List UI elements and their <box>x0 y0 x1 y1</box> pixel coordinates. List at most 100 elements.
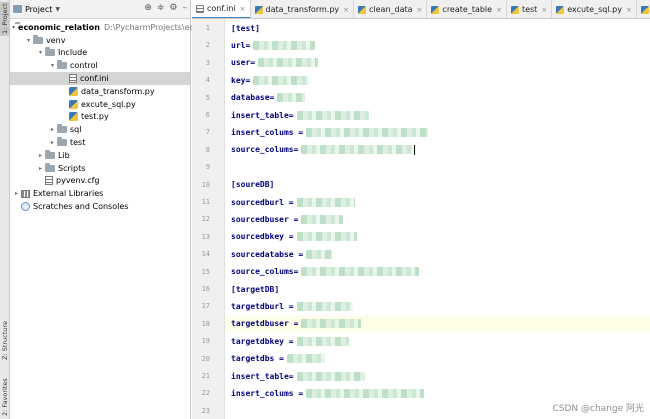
tree-item[interactable]: test.py <box>10 111 190 124</box>
close-icon[interactable]: × <box>496 5 502 14</box>
tree-item-label: Lib <box>58 150 70 160</box>
tree-item[interactable]: pyvenv.cfg <box>10 175 190 188</box>
code-line: targetdbuser = <box>231 316 362 332</box>
favorites-tool-tab[interactable]: 2: Favorites <box>0 378 10 416</box>
editor-tab[interactable]: data_transform.py× <box>251 0 354 18</box>
left-tool-strip: 1: Project Z: Structure 2: Favorites <box>0 0 10 419</box>
tree-item[interactable]: conf.ini <box>10 72 190 85</box>
project-path: D:\PycharmProjects\econ <box>103 22 204 32</box>
tree-item[interactable]: ▾venv <box>10 34 190 47</box>
tree-item[interactable]: ▸sql <box>10 123 190 136</box>
redacted-value <box>301 319 362 329</box>
python-file-icon <box>510 5 519 14</box>
redacted-value <box>301 214 344 224</box>
editor-tab-label: excute_sql.py <box>567 5 622 14</box>
structure-tool-tab[interactable]: Z: Structure <box>0 322 10 361</box>
folder-icon <box>57 124 67 134</box>
chevron-down-icon[interactable]: ▼ <box>55 5 60 13</box>
project-tool-tab-label: 1: Project <box>1 3 9 35</box>
ini-section-header: [targetDB] <box>231 284 280 294</box>
project-view-selector[interactable]: Project <box>25 4 53 14</box>
tree-item[interactable]: ▾control <box>10 59 190 72</box>
scratches-icon <box>21 202 30 212</box>
gear-icon[interactable]: ⚙ <box>169 3 178 13</box>
close-icon[interactable]: × <box>343 5 349 14</box>
tree-item[interactable]: ▸test <box>10 136 190 149</box>
chevron-down-icon[interactable]: ▾ <box>12 23 16 31</box>
code-line: insert_colums = <box>231 124 429 140</box>
hide-panel-icon[interactable]: – <box>182 3 188 13</box>
collapse-all-icon[interactable]: ≑ <box>156 3 165 13</box>
ini-key: source_colums= <box>231 145 299 155</box>
chevron-down-icon[interactable]: ▾ <box>26 36 30 44</box>
line-number: 7 <box>205 128 210 137</box>
editor-tab-label: conf.ini <box>207 4 236 13</box>
redacted-value <box>301 267 420 277</box>
redacted-value <box>306 127 429 137</box>
editor-tab[interactable]: test.py× <box>637 0 650 18</box>
ini-section-header: [soureDB] <box>231 180 275 190</box>
chevron-down-icon[interactable]: ▾ <box>38 49 42 57</box>
line-number: 12 <box>201 215 210 224</box>
code-line: sourcedatabse = <box>231 246 333 262</box>
code-line: key= <box>231 72 310 88</box>
chevron-down-icon[interactable]: ▾ <box>50 62 54 70</box>
line-number: 19 <box>201 337 210 346</box>
editor-tab[interactable]: excute_sql.py× <box>552 0 637 18</box>
tree-item[interactable]: data_transform.py <box>10 85 190 98</box>
code-line: database= <box>231 90 306 106</box>
chevron-right-icon[interactable]: ▸ <box>50 139 54 147</box>
redacted-value <box>277 93 306 103</box>
locate-file-icon[interactable]: ⊕ <box>144 3 152 13</box>
redacted-value <box>296 301 353 311</box>
tree-item-label: economic_relation <box>18 22 100 32</box>
editor-tab-bar: conf.ini×data_transform.py×clean_data×cr… <box>192 0 650 19</box>
tree-item-label: External Libraries <box>33 189 104 199</box>
tree-item-label: Scratches and Consoles <box>33 202 129 212</box>
folder-icon <box>45 162 55 172</box>
line-number: 2 <box>205 41 210 50</box>
editor-tab[interactable]: clean_data× <box>354 0 428 18</box>
close-icon[interactable]: × <box>541 5 548 14</box>
editor-tab-label: clean_data <box>369 5 413 14</box>
code-line: targetdburl = <box>231 298 353 314</box>
editor-tab-label: data_transform.py <box>265 5 340 14</box>
close-icon[interactable]: × <box>625 5 632 14</box>
tree-item[interactable]: ▸ Lib <box>10 149 190 162</box>
line-number: 5 <box>205 93 210 102</box>
redacted-value <box>301 145 414 155</box>
tree-item-label: test.py <box>81 112 109 122</box>
tree-item[interactable]: ▸ External Libraries <box>10 187 190 200</box>
chevron-right-icon[interactable]: ▸ <box>50 126 54 134</box>
line-number: 22 <box>201 389 210 398</box>
tree-item[interactable]: ▾Include <box>10 47 190 60</box>
python-file-icon <box>640 5 649 14</box>
editor-tab[interactable]: test× <box>507 0 553 18</box>
chevron-right-icon[interactable]: ▸ <box>38 151 42 159</box>
ini-key: key= <box>231 75 251 85</box>
tree-item[interactable]: ▸Scripts <box>10 162 190 175</box>
chevron-right-icon[interactable]: ▸ <box>38 164 42 172</box>
ini-key: targetdburl = <box>231 301 294 311</box>
editor-tab[interactable]: create_table× <box>427 0 507 18</box>
code-line: url= <box>231 37 316 53</box>
editor-tab[interactable]: conf.ini× <box>192 0 251 18</box>
ini-key: insert_table= <box>231 371 294 381</box>
code-line: source_colums= <box>231 142 416 158</box>
favorites-tool-tab-label: 2: Favorites <box>1 378 9 416</box>
ini-key: insert_colums = <box>231 127 304 137</box>
tree-item[interactable]: Scratches and Consoles <box>10 200 190 213</box>
code-editor[interactable]: [test]url=user=key=database=insert_table… <box>225 19 650 419</box>
close-icon[interactable]: × <box>416 5 423 14</box>
ini-section-header: [test] <box>231 23 260 33</box>
editor-tab-label: test <box>521 5 538 14</box>
tree-item[interactable]: excute_sql.py <box>10 98 190 111</box>
project-header-actions: ⊕ ≑ ⚙ – <box>144 3 187 13</box>
close-icon[interactable]: × <box>239 4 246 13</box>
redacted-value <box>296 371 365 381</box>
code-line: targetdbkey = <box>231 333 349 349</box>
project-tool-tab[interactable]: 1: Project <box>0 2 10 36</box>
code-line: [soureDB] <box>231 177 274 193</box>
chevron-right-icon[interactable]: ▸ <box>14 190 18 198</box>
